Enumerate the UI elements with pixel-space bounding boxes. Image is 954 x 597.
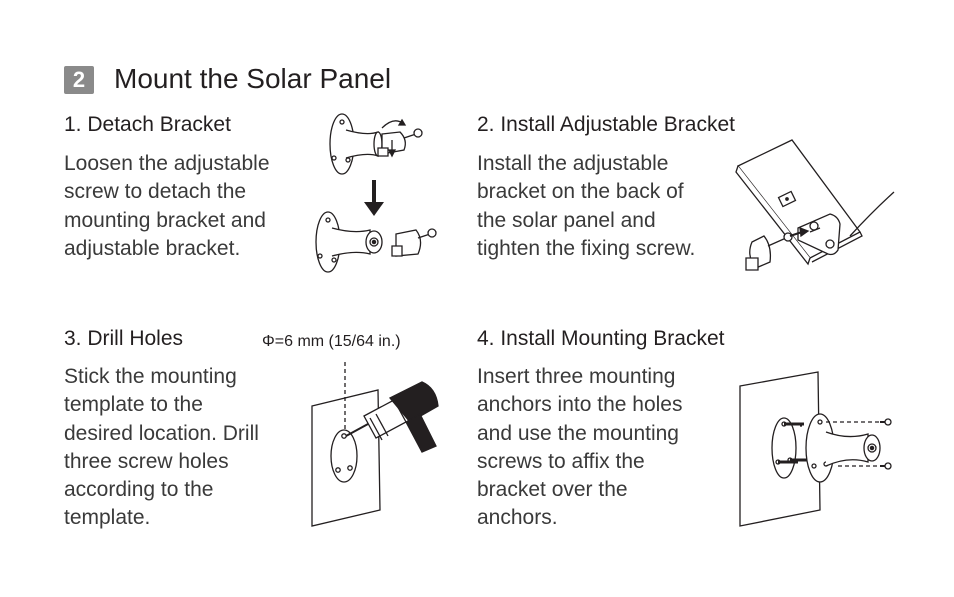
step-4-heading: 4. Install Mounting Bracket (477, 327, 725, 350)
template-on-wall-icon (772, 418, 796, 478)
mounting-bracket-assembled-icon (330, 114, 422, 174)
drill-size-note: Φ=6 mm (15/64 in.) (262, 333, 401, 350)
panel-cable-icon (850, 192, 894, 236)
step-2-heading: 2. Install Adjustable Bracket (477, 113, 735, 136)
mounting-plate-icon (798, 214, 840, 255)
section-title: Mount the Solar Panel (114, 63, 392, 94)
drill-holes-illustration (310, 360, 450, 530)
detach-bracket-illustration (312, 110, 442, 278)
arrow-down-icon (364, 180, 384, 216)
mounting-bracket-icon (806, 414, 880, 482)
step-4-body: Insert three mounting anchors into the h… (477, 365, 683, 530)
mounting-screws-icon (800, 419, 891, 469)
adjustable-bracket-icon (746, 228, 808, 270)
adjustable-bracket-detached-icon (392, 229, 436, 256)
mounting-template-icon (331, 430, 357, 482)
step-3-body: Stick the mounting template to the desir… (64, 365, 259, 530)
step-1-body: Loosen the adjustable screw to detach th… (64, 152, 270, 260)
step-1-heading: 1. Detach Bracket (64, 113, 231, 136)
install-mounting-bracket-illustration (738, 370, 898, 530)
mounting-bracket-detached-icon (316, 212, 382, 272)
section-number-badge: 2 (64, 66, 94, 94)
step-2-body: Install the adjustable bracket on the ba… (477, 152, 696, 260)
step-3-heading: 3. Drill Holes (64, 327, 184, 350)
install-adjustable-bracket-illustration (738, 132, 894, 278)
drill-icon (346, 382, 438, 452)
